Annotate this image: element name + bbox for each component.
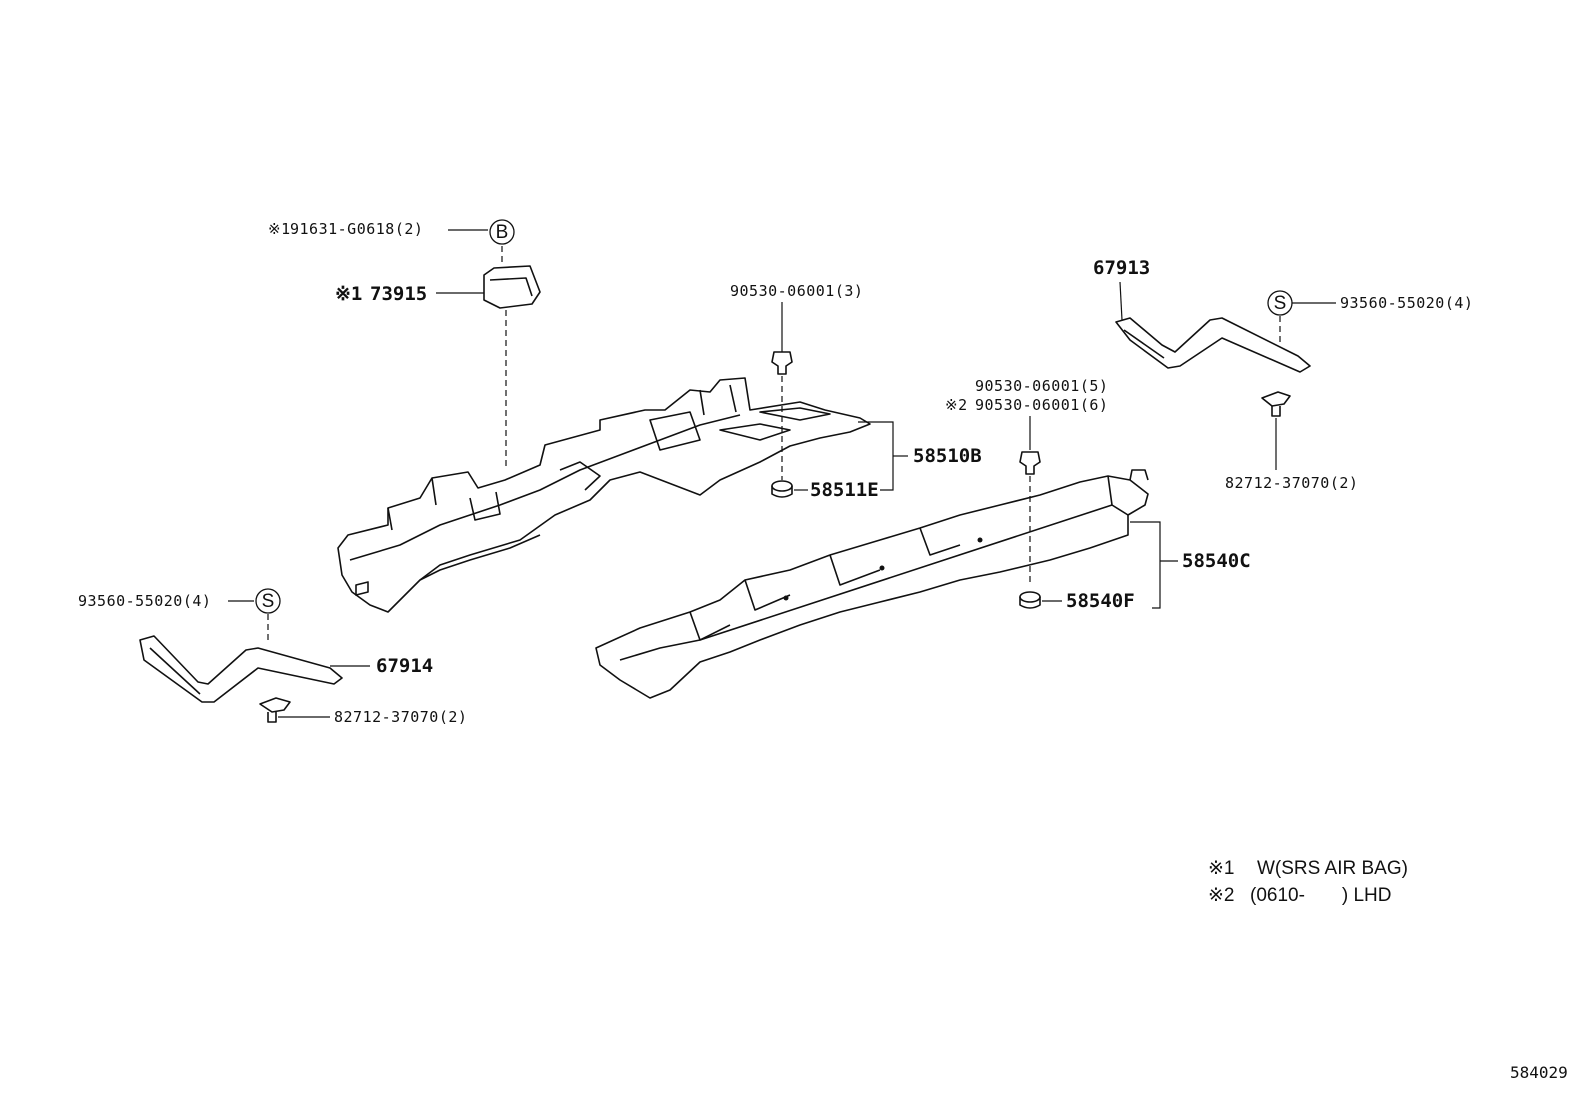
callout-67913[interactable]: 67913 bbox=[1093, 257, 1150, 279]
note-mark-1: ※1 bbox=[1208, 858, 1235, 879]
bracket-73915 bbox=[483, 265, 541, 309]
floor-silencer-58510b bbox=[337, 377, 871, 613]
callout-58540c[interactable]: 58540C bbox=[1182, 550, 1251, 572]
screw-symbol-s-left: S bbox=[255, 588, 281, 614]
notes-legend: ※1 W(SRS AIR BAG) ※2 (0610- ) LHD bbox=[1208, 858, 1408, 906]
callout-58540f[interactable]: 58540F bbox=[1066, 590, 1135, 612]
note-text-1: W(SRS AIR BAG) bbox=[1257, 858, 1408, 879]
callout-93560-55020-left[interactable]: 93560-55020(4) bbox=[78, 592, 211, 610]
callout-67914[interactable]: 67914 bbox=[376, 655, 433, 677]
callout-82712-37070-left[interactable]: 82712-37070(2) bbox=[334, 708, 467, 726]
note-mark-2: ※2 bbox=[1208, 885, 1235, 906]
callout-90530-06001-3[interactable]: 90530-06001(3) bbox=[730, 282, 863, 300]
callout-mark-3: ※2 bbox=[945, 396, 968, 414]
svg-text:S: S bbox=[262, 591, 275, 612]
plug-58540f bbox=[1019, 591, 1041, 609]
clip-82712-right bbox=[1261, 391, 1291, 417]
clip-82712-left bbox=[259, 697, 291, 723]
callout-58510b[interactable]: 58510B bbox=[913, 445, 982, 467]
figure-id: 584029 bbox=[1510, 1063, 1568, 1082]
callout-58511e[interactable]: 58511E bbox=[810, 479, 879, 501]
callout-mark-2: ※1 bbox=[335, 283, 362, 305]
clip-90530-3 bbox=[771, 351, 793, 375]
callout-91631-g0618[interactable]: 91631-G0618(2) bbox=[290, 220, 423, 238]
svg-text:B: B bbox=[496, 222, 509, 243]
strap-67914 bbox=[139, 635, 343, 703]
strap-67913 bbox=[1115, 317, 1311, 373]
clip-90530-5 bbox=[1019, 451, 1041, 475]
plug-58511e bbox=[771, 480, 793, 498]
callout-93560-55020-right[interactable]: 93560-55020(4) bbox=[1340, 294, 1473, 312]
floor-silencer-58540c bbox=[595, 469, 1149, 699]
note-text-2: (0610- ) LHD bbox=[1250, 885, 1392, 906]
callout-90530-06001-5[interactable]: 90530-06001(5) bbox=[975, 377, 1108, 395]
callout-90530-06001-6[interactable]: 90530-06001(6) bbox=[975, 396, 1108, 414]
screw-symbol-s-right: S bbox=[1267, 290, 1293, 316]
callout-73915[interactable]: 73915 bbox=[370, 283, 427, 305]
bolt-symbol-b: B bbox=[489, 219, 515, 245]
callout-82712-37070-right[interactable]: 82712-37070(2) bbox=[1225, 474, 1358, 492]
callout-mark-1: ※1 bbox=[268, 220, 291, 238]
svg-text:S: S bbox=[1274, 293, 1287, 314]
